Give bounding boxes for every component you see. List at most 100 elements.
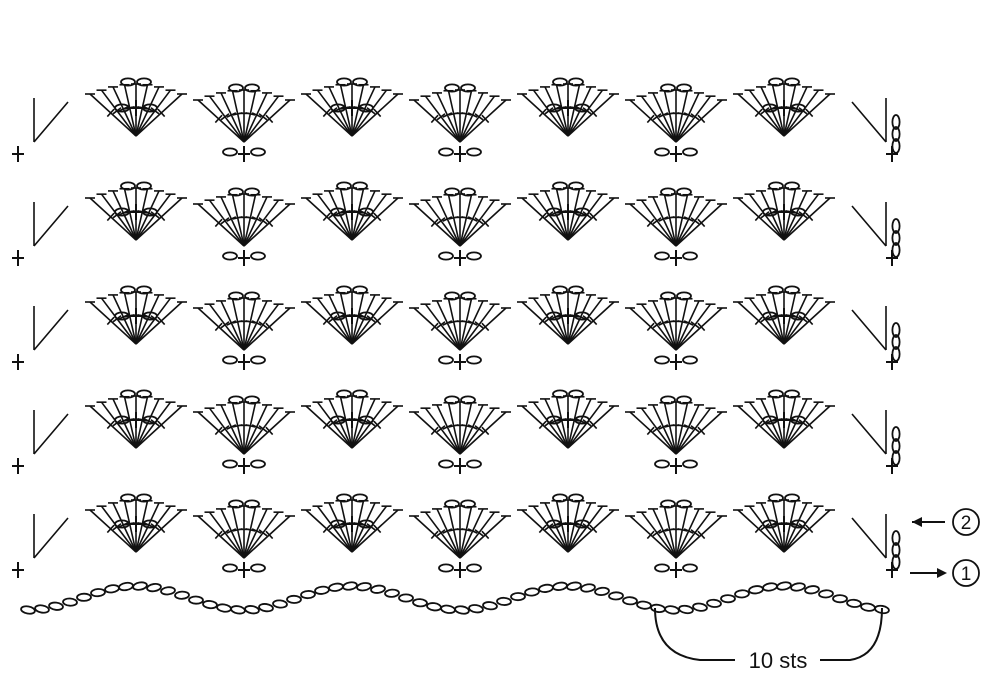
edge-half-fan [34, 202, 68, 246]
chain-stitch [301, 591, 315, 599]
chain-stitch [467, 148, 481, 155]
chain-stitch [637, 601, 652, 610]
treble-stitch [244, 412, 290, 454]
chain-stitch [147, 583, 162, 592]
single-crochet [562, 100, 574, 116]
treble-stitch [522, 510, 568, 552]
single-crochet [670, 146, 682, 162]
treble-stitch [352, 510, 398, 552]
treble-stitch [136, 198, 182, 240]
single-crochet [12, 458, 24, 474]
treble-stitch [568, 302, 614, 344]
treble-stitch [630, 412, 676, 454]
treble-stitch [414, 412, 460, 454]
treble-stitch [568, 94, 614, 136]
shell-fan [193, 84, 295, 142]
single-crochet [12, 354, 24, 370]
chain-stitch [223, 252, 237, 259]
edge-half-fan [34, 514, 68, 558]
shell-fan [625, 84, 727, 142]
treble-stitch [784, 94, 830, 136]
chain-stitch [655, 564, 669, 571]
chain-stitch [552, 582, 567, 591]
chain-stitch [651, 604, 666, 613]
chain-stitch [707, 599, 722, 607]
chain-stitch [861, 603, 876, 612]
row-2-marker: 2 [912, 509, 979, 535]
chain-stitch [35, 604, 50, 613]
chain-stitch [315, 586, 330, 595]
single-crochet [346, 412, 358, 428]
treble-stitch [352, 302, 398, 344]
treble-stitch [630, 204, 676, 246]
chain-stitch [566, 581, 581, 590]
chain-stitch [749, 585, 764, 594]
shell-fan [625, 396, 727, 454]
single-crochet [454, 562, 466, 578]
shell-fan [193, 500, 295, 558]
chain-stitch [251, 460, 265, 467]
chain-stitch [655, 252, 669, 259]
chain-stitch [244, 605, 259, 614]
chain-stitch [805, 585, 820, 594]
chain-stitch [441, 605, 456, 614]
chain-stitch [251, 564, 265, 571]
row-even [34, 84, 900, 153]
single-crochet [130, 308, 142, 324]
chain-stitch [763, 582, 778, 591]
single-crochet [346, 516, 358, 532]
chain-stitch [251, 252, 265, 259]
treble-stitch [738, 406, 784, 448]
chain-stitch [203, 600, 218, 609]
treble-stitch [676, 308, 722, 350]
treble-stitch [568, 510, 614, 552]
chain-stitch [273, 600, 288, 608]
chain-stitch [678, 605, 693, 614]
treble-stitch [460, 204, 506, 246]
treble-stitch [136, 94, 182, 136]
edge-half-fan [34, 98, 68, 142]
single-crochet [670, 354, 682, 370]
single-crochet [238, 250, 250, 266]
treble-stitch [568, 198, 614, 240]
treble-stitch [738, 302, 784, 344]
chain-stitch [467, 252, 481, 259]
single-crochet [238, 146, 250, 162]
chain-stitch [581, 583, 596, 592]
shell-fan [409, 188, 511, 246]
single-crochet [562, 204, 574, 220]
chain-stitch [251, 148, 265, 155]
treble-stitch [460, 516, 506, 558]
chain-stitch [77, 594, 91, 601]
treble-stitch [136, 302, 182, 344]
single-crochet [670, 458, 682, 474]
shell-fan [193, 188, 295, 246]
treble-stitch [90, 302, 136, 344]
treble-stitch [244, 516, 290, 558]
row-2-label: 2 [961, 513, 972, 534]
single-crochet [670, 562, 682, 578]
chain-stitch [223, 148, 237, 155]
treble-stitch [460, 100, 506, 142]
single-crochet [238, 354, 250, 370]
single-crochet [454, 354, 466, 370]
chain-stitch [833, 595, 847, 602]
treble-stitch [90, 94, 136, 136]
chain-stitch [161, 587, 176, 596]
treble-stitch [244, 100, 290, 142]
single-crochet [778, 204, 790, 220]
chain-stitch [497, 597, 511, 605]
chain-stitch [595, 587, 610, 596]
single-crochet [454, 146, 466, 162]
treble-stitch [306, 510, 352, 552]
chain-stitch [223, 564, 237, 571]
edge-half-fan [852, 98, 886, 142]
row-even [34, 500, 900, 569]
treble-stitch [460, 412, 506, 454]
shell-fan [625, 292, 727, 350]
single-crochet [238, 458, 250, 474]
chain-stitch [427, 602, 442, 611]
chain-stitch [683, 148, 697, 155]
treble-stitch [630, 308, 676, 350]
treble-stitch [568, 406, 614, 448]
